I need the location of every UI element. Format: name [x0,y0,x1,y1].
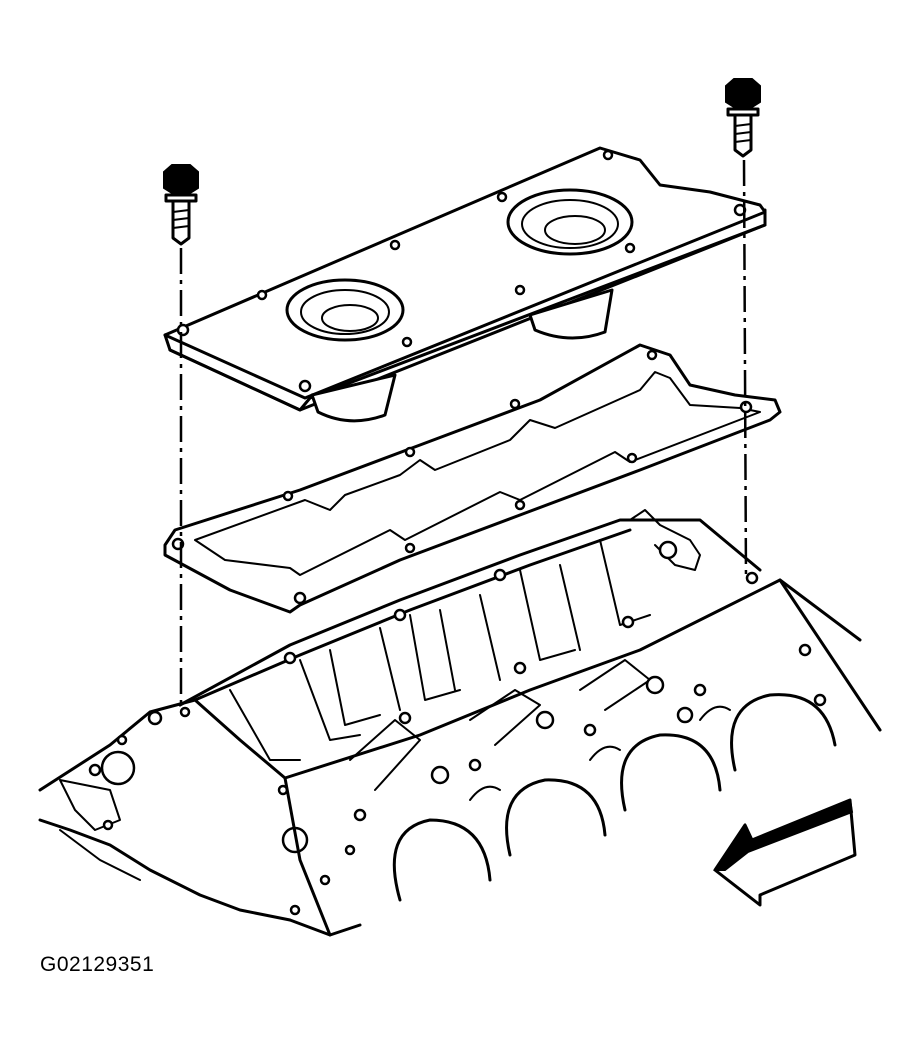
figure-code: G02129351 [40,953,155,976]
engine-block [38,509,882,937]
cover [163,146,767,423]
gasket [163,343,782,614]
right-bolt [725,78,761,158]
front-direction-arrow [713,798,857,907]
alignment-lines [179,159,748,710]
left-bolt [163,164,199,246]
bolt [163,78,761,246]
